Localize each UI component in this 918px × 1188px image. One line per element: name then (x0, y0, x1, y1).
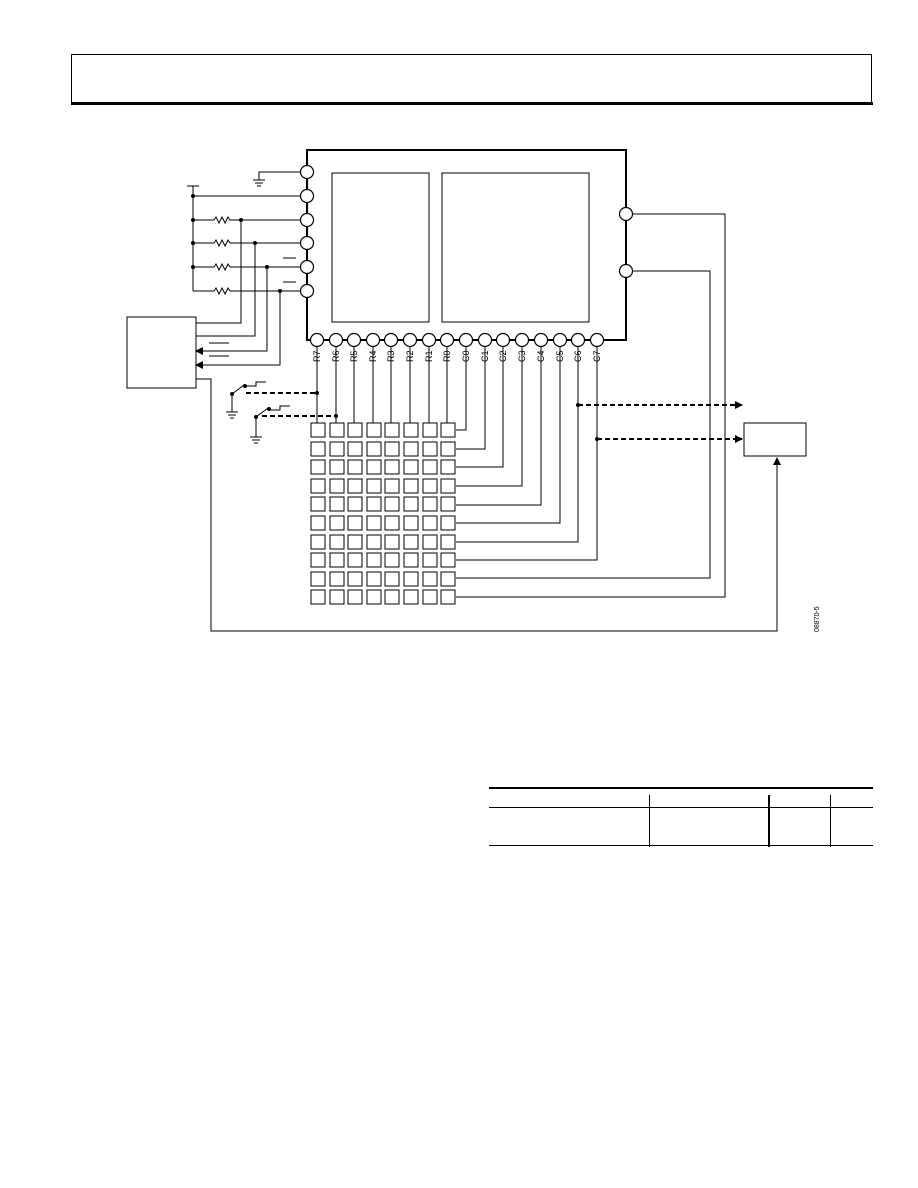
switch-dots (230, 384, 338, 419)
ic-internal-block-right (441, 172, 590, 323)
ground-symbol (253, 171, 300, 187)
key-row (310, 552, 456, 568)
output-device-block (743, 422, 807, 457)
pin-labels: R7 R6 R5 R4 R3 R2 R1 R0 C0 C1 C2 C3 C4 C… (312, 350, 602, 362)
dashed-outputs (578, 401, 743, 443)
table-top-rule (489, 787, 873, 789)
bottom-pins (309, 332, 605, 348)
left-pins (299, 164, 315, 299)
key-row (310, 571, 456, 587)
table-col-divider (830, 795, 831, 847)
pull-up-network (187, 185, 300, 369)
table-header-rule (489, 807, 873, 808)
key-row (310, 534, 456, 550)
right-pins (618, 206, 634, 279)
key-row (310, 441, 456, 457)
key-row (310, 459, 456, 475)
ic-body (306, 149, 627, 341)
key-row (310, 496, 456, 512)
key-row (310, 515, 456, 531)
page-header-rule (71, 102, 873, 105)
output-dots (576, 403, 599, 441)
table-col-divider (768, 795, 770, 847)
key-row (310, 422, 456, 438)
table-col-divider (649, 795, 650, 847)
switch-gpio-1 (226, 381, 317, 419)
key-matrix (310, 422, 456, 605)
spec-table (489, 787, 873, 847)
matrix-traces (196, 213, 781, 632)
junction-dots (191, 194, 282, 293)
host-processor-block (126, 316, 197, 389)
table-bottom-rule (489, 845, 873, 846)
figure-id-label: 08870-5 (814, 606, 821, 632)
key-row (310, 589, 456, 605)
key-row (310, 478, 456, 494)
ic-internal-block-left (331, 172, 430, 323)
switch-gpio-2 (250, 405, 336, 444)
